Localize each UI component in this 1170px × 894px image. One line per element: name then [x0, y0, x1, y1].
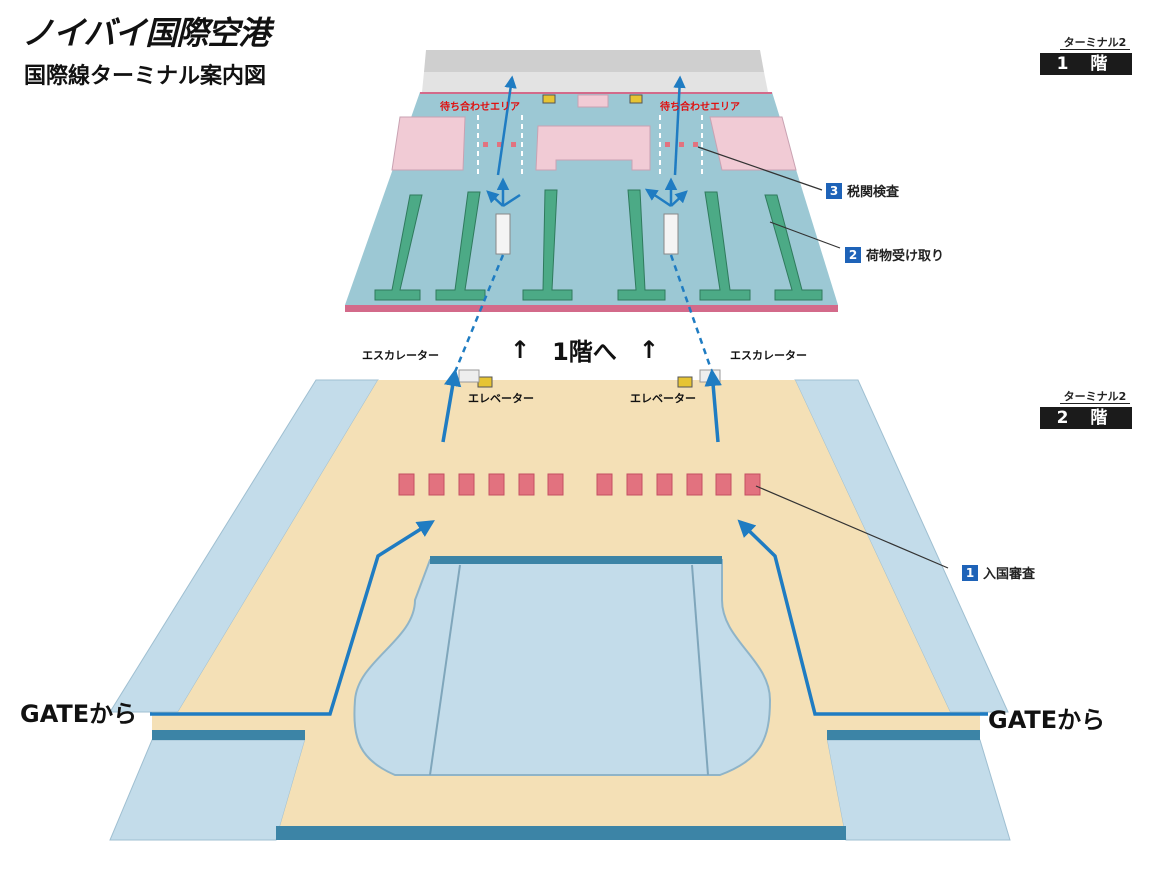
callout-number: 1	[962, 564, 978, 581]
escalator-icon	[458, 369, 480, 383]
escalator-label-right: エスカレーター	[730, 349, 807, 362]
elevator-label-right: エレベーター	[630, 392, 696, 405]
route-arrow-icon	[150, 368, 988, 716]
gate-label-right: GATEから	[988, 706, 1106, 734]
baggage-carousels	[374, 189, 823, 301]
floor-2-plan	[109, 368, 1011, 841]
escalator-icon	[495, 213, 511, 255]
side-right-lower	[826, 739, 1011, 841]
elevator-icon	[629, 94, 643, 104]
up-arrow-icon: ↑	[510, 335, 531, 364]
elevator-icon	[542, 94, 556, 104]
terminal-label: ターミナル2	[1060, 36, 1130, 50]
to-floor-1: ↑ 1階へ ↑	[510, 332, 659, 367]
pink-block-center	[535, 125, 651, 171]
floor-1-curb	[422, 72, 768, 92]
center-void	[353, 559, 772, 776]
up-arrow-icon: ↑	[638, 335, 659, 364]
meeting-area-right: 待ち合わせエリア	[660, 102, 740, 113]
pink-block-left	[391, 116, 466, 171]
to-floor-1-label: 1階へ	[552, 338, 617, 366]
terminal-label: ターミナル2	[1060, 390, 1130, 404]
floor-1-roof	[424, 50, 764, 72]
callout-number: 3	[826, 182, 842, 199]
escalator-label-left: エスカレーター	[362, 349, 439, 362]
page-subtitle: 国際線ターミナル案内図	[24, 64, 267, 89]
floor-label: 1 階	[1040, 53, 1132, 75]
customs-desks	[483, 142, 698, 147]
page-title: ノイバイ国際空港	[22, 14, 270, 52]
elevator-icon	[677, 376, 693, 388]
escalator-icon	[663, 213, 679, 255]
side-left-lower	[109, 739, 306, 841]
floor-label: 2 階	[1040, 407, 1132, 429]
floor-badge-2: ターミナル2 2 階	[1040, 390, 1132, 430]
elevator-icon	[477, 376, 493, 388]
floor-1-edge	[345, 305, 838, 312]
callout-number: 2	[845, 246, 861, 263]
floor-1-plan	[345, 50, 841, 373]
floor-badge-1: ターミナル2 1 階	[1040, 36, 1132, 76]
immigration-desks	[398, 473, 761, 496]
gate-label-left: GATEから	[20, 700, 138, 728]
escalator-icon	[699, 369, 721, 383]
callout-baggage: 2 荷物受け取り	[845, 245, 944, 264]
callout-label: 荷物受け取り	[866, 249, 945, 264]
callout-customs: 3 税関検査	[826, 181, 899, 200]
callout-label: 税関検査	[847, 185, 900, 200]
elevator-label-left: エレベーター	[468, 392, 534, 405]
meeting-area-left: 待ち合わせエリア	[440, 102, 520, 113]
route-arrow-icon	[486, 75, 688, 208]
callout-label: 入国審査	[983, 567, 1036, 582]
callout-immigration: 1 入国審査	[962, 563, 1035, 582]
pink-block-right	[709, 116, 797, 171]
